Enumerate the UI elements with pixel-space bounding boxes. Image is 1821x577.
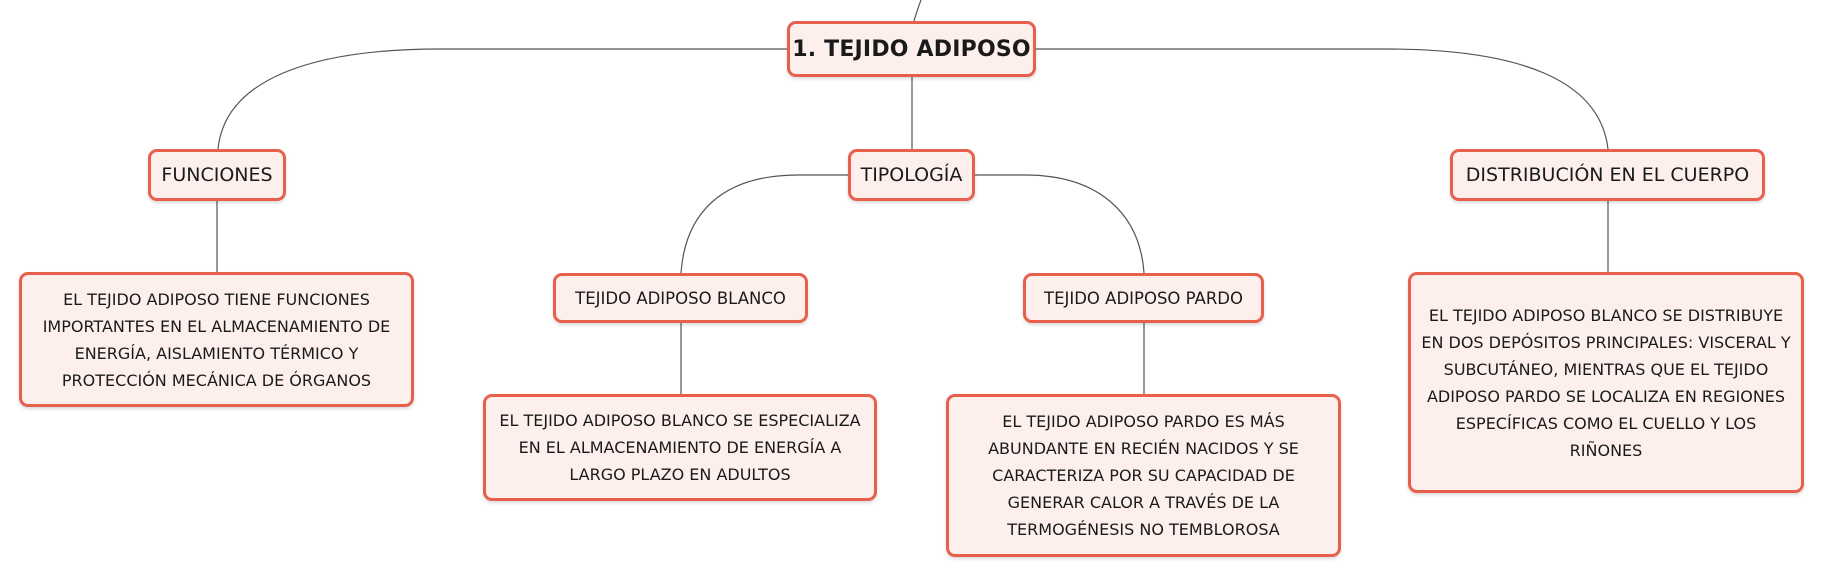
node-distribucion[interactable]: DISTRIBUCIÓN EN EL CUERPO bbox=[1450, 149, 1765, 201]
node-tejido-blanco-label: TEJIDO ADIPOSO BLANCO bbox=[575, 288, 786, 308]
node-distribucion-label: DISTRIBUCIÓN EN EL CUERPO bbox=[1465, 164, 1750, 186]
connector-parent-to-root bbox=[913, 0, 922, 22]
node-tejido-blanco[interactable]: TEJIDO ADIPOSO BLANCO bbox=[553, 273, 808, 323]
node-distribucion-detail-text: EL TEJIDO ADIPOSO BLANCO SE DISTRIBUYE E… bbox=[1421, 305, 1791, 460]
node-tipologia[interactable]: TIPOLOGÍA bbox=[848, 149, 975, 201]
connector-tipologia-to-blanco bbox=[680, 174, 848, 274]
node-tejido-pardo-label: TEJIDO ADIPOSO PARDO bbox=[1043, 288, 1243, 308]
root-node-label: 1. TEJIDO ADIPOSO bbox=[792, 36, 1031, 62]
node-distribucion-detail[interactable]: EL TEJIDO ADIPOSO BLANCO SE DISTRIBUYE E… bbox=[1408, 272, 1804, 493]
node-funciones-label: FUNCIONES bbox=[161, 164, 273, 186]
node-pardo-detail[interactable]: EL TEJIDO ADIPOSO PARDO ES MÁS ABUNDANTE… bbox=[946, 394, 1341, 557]
root-node[interactable]: 1. TEJIDO ADIPOSO bbox=[787, 21, 1036, 77]
node-funciones[interactable]: FUNCIONES bbox=[148, 149, 286, 201]
node-blanco-detail-text: EL TEJIDO ADIPOSO BLANCO SE ESPECIALIZA … bbox=[499, 411, 861, 484]
node-pardo-detail-text: EL TEJIDO ADIPOSO PARDO ES MÁS ABUNDANTE… bbox=[988, 412, 1299, 539]
node-tejido-pardo[interactable]: TEJIDO ADIPOSO PARDO bbox=[1023, 273, 1264, 323]
node-funciones-detail-text: EL TEJIDO ADIPOSO TIENE FUNCIONES IMPORT… bbox=[42, 289, 391, 390]
node-tipologia-label: TIPOLOGÍA bbox=[860, 164, 963, 186]
connector-tipologia-to-pardo bbox=[975, 174, 1145, 274]
node-blanco-detail[interactable]: EL TEJIDO ADIPOSO BLANCO SE ESPECIALIZA … bbox=[483, 394, 877, 501]
connector-root-to-distribucion bbox=[1036, 48, 1609, 150]
node-funciones-detail[interactable]: EL TEJIDO ADIPOSO TIENE FUNCIONES IMPORT… bbox=[19, 272, 414, 407]
connector-root-to-funciones bbox=[217, 48, 787, 150]
